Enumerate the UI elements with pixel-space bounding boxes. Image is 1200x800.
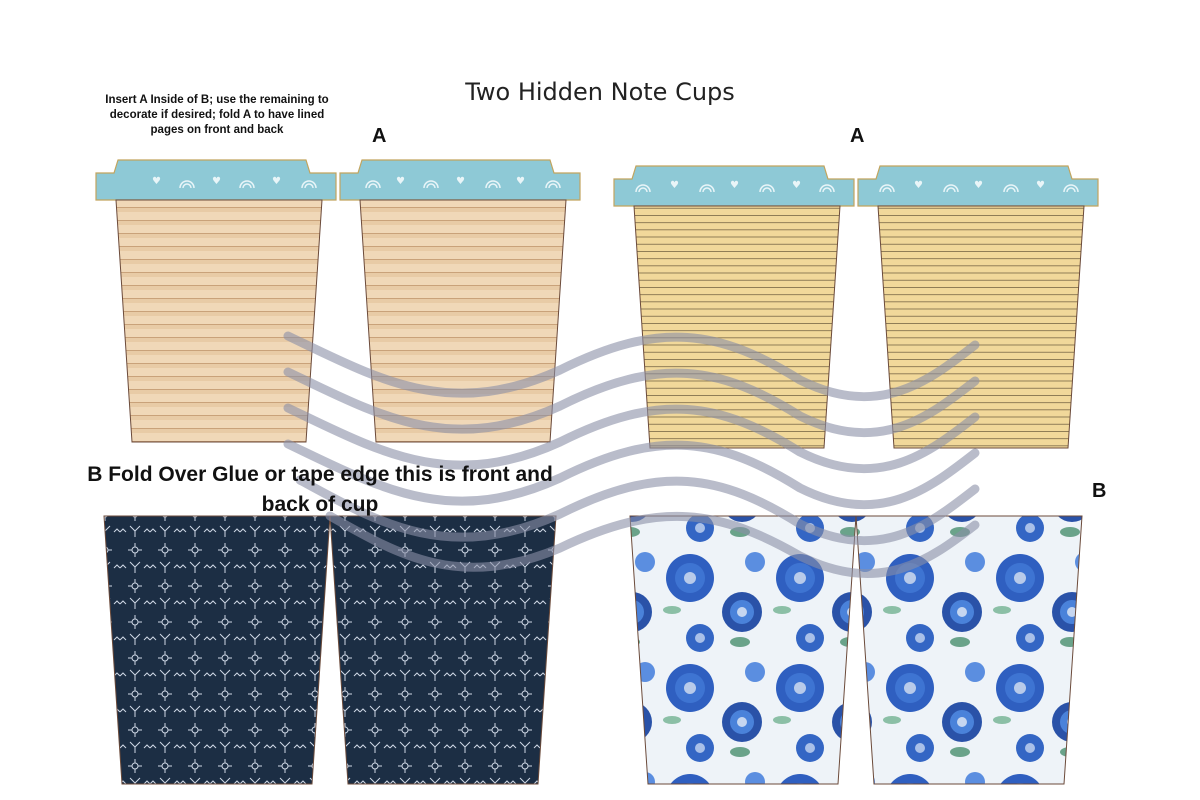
label-a-right: A: [850, 125, 865, 147]
instructions-text: Insert A Inside of B; use the remaining …: [105, 94, 329, 136]
cup-b-navy-2: [329, 515, 557, 785]
svg-text:♥: ♥: [516, 176, 525, 187]
svg-text:♥: ♥: [914, 180, 923, 191]
svg-text:♥: ♥: [456, 176, 465, 187]
svg-text:♥: ♥: [670, 180, 679, 191]
svg-text:♥: ♥: [974, 180, 983, 191]
svg-text:♥: ♥: [212, 176, 221, 187]
lid-rainbow-icon: [179, 180, 1079, 193]
cup-a-ruled-2: [857, 165, 1099, 449]
svg-text:♥: ♥: [730, 180, 739, 191]
wave-decoration: [283, 331, 980, 579]
svg-text:♥: ♥: [1036, 180, 1045, 191]
svg-text:♥: ♥: [272, 176, 281, 187]
svg-text:♥: ♥: [396, 176, 405, 187]
cup-b-navy-1: [103, 515, 331, 785]
cup-a-ruled-1: [613, 165, 855, 449]
cup-a-kraft-1: [95, 159, 337, 443]
cup-a-kraft-2: [339, 159, 581, 443]
fold-instructions: B Fold Over Glue or tape edge this is fr…: [87, 463, 553, 516]
cup-b-floral-1: [629, 515, 857, 785]
label-a-left: A: [372, 125, 387, 147]
svg-text:♥: ♥: [152, 176, 161, 187]
lid-heart-icon: ♥ ♥ ♥ ♥ ♥ ♥ ♥ ♥ ♥ ♥ ♥ ♥: [152, 176, 1045, 191]
svg-text:♥: ♥: [792, 180, 801, 191]
cup-b-floral-2: [855, 515, 1083, 785]
label-b: B: [1092, 480, 1107, 502]
page-title: Two Hidden Note Cups: [465, 78, 735, 106]
